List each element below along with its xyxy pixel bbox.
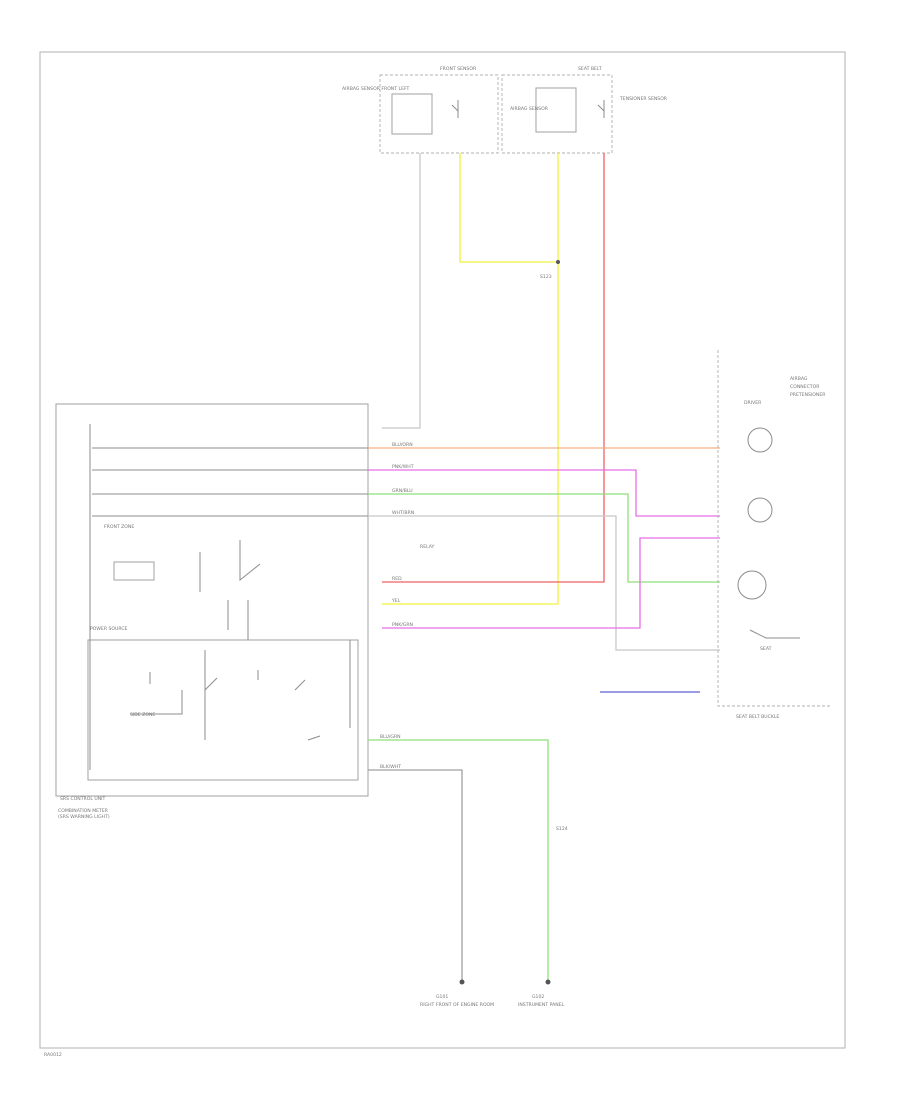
ground-1 [459, 979, 465, 985]
front-sensor-label: FRONT SENSOR [440, 66, 477, 72]
device-1 [747, 427, 773, 453]
module-note: RELAY [420, 544, 435, 550]
wire-label-4: WHT/BRN [392, 510, 414, 516]
splice-bottom-label: S124 [556, 826, 568, 832]
wire-label-7: PNK/GRN [392, 622, 413, 628]
center-sensor-desc: AIRBAG SENSOR [510, 106, 549, 112]
diagram-frame [39, 51, 846, 1049]
splice-top-label: S123 [540, 274, 552, 280]
left-sensor-desc: AIRBAG SENSOR FRONT LEFT [342, 86, 410, 92]
module-relay [199, 540, 261, 640]
right-sensor-desc: TENSIONER SENSOR [619, 96, 668, 102]
wire-label-8: BLU/GRN [380, 734, 401, 740]
ground-2 [545, 979, 551, 985]
side-note-2: CONNECTOR [790, 384, 820, 390]
wire-label-2: PNK/WHT [392, 464, 414, 470]
side-note-1: AIRBAG [790, 376, 808, 382]
section-power-source: POWER SOURCE [90, 626, 128, 632]
srs-module: SRS CONTROL UNIT COMBINATION METER (SRS … [55, 403, 435, 820]
right-connector: DRIVER AIRBAG CONNECTOR PRETENSIONER SEA… [717, 350, 830, 720]
wire-label-5: RED [392, 576, 402, 582]
left-sensor-box [379, 74, 499, 154]
ground-2-name: G102 [532, 994, 544, 1000]
right-sensor-box [501, 74, 613, 154]
module-internal-switches [130, 640, 351, 741]
wire-pnk-wht [368, 469, 720, 517]
right-sensor-label: SEAT BELT [578, 66, 602, 72]
wire-sensor-yellow-a [459, 153, 558, 263]
harness-wires: BLU/ORN PNK/WHT GRN/BLU WHT/BRN RED YEL … [368, 442, 720, 980]
wire-blu-grn [368, 739, 549, 980]
grounds: G101 RIGHT FRONT OF ENGINE ROOM G102 INS… [420, 826, 568, 1008]
module-caption-1: COMBINATION METER [58, 808, 109, 814]
module-inner-box [87, 639, 359, 781]
wire-label-3: GRN/BLU [392, 488, 413, 494]
wire-blk-wht [368, 769, 463, 980]
device-label-1: DRIVER [744, 400, 762, 406]
center-sensor-unit [535, 87, 577, 133]
module-bus [89, 424, 368, 770]
module-caption-2: (SRS WARNING LIGHT) [58, 814, 110, 820]
module-component-a [113, 561, 155, 581]
ground-1-name: G101 [436, 994, 448, 1000]
wire-grn-blu [368, 493, 720, 583]
wire-wht-brn [368, 515, 720, 651]
module-outline [55, 403, 369, 797]
device-switch [749, 629, 800, 639]
splice-top-dot [556, 260, 560, 264]
device-label-3: SEAT [760, 646, 772, 652]
right-connector-outline [717, 350, 830, 707]
ground-1-desc: RIGHT FRONT OF ENGINE ROOM [420, 1002, 494, 1008]
wire-label-9: BLK/WHT [380, 764, 401, 770]
wire-pnk-grn [382, 537, 720, 629]
sensor-assembly: FRONT SENSOR AIRBAG SENSOR FRONT LEFT AI… [342, 66, 668, 154]
left-sensor-unit [391, 93, 433, 135]
right-connector-name: SEAT BELT BUCKLE [736, 714, 779, 720]
wire-sensor-red [382, 153, 605, 583]
sensor-contacts [451, 100, 605, 118]
wire-sensor-left [382, 153, 421, 429]
section-side-zone: SIDE ZONE [130, 712, 155, 718]
wire-sensor-yellow-b [382, 153, 559, 605]
device-3 [737, 570, 767, 600]
wire-label-1: BLU/ORN [392, 442, 413, 448]
side-note-3: PRETENSIONER [790, 392, 826, 398]
footer-code: RA0012 [44, 1052, 62, 1058]
ground-2-desc: INSTRUMENT PANEL [518, 1002, 565, 1008]
wire-label-6: YEL [391, 598, 401, 604]
device-2 [747, 497, 773, 523]
section-front-zone: FRONT ZONE [104, 524, 134, 530]
module-name: SRS CONTROL UNIT [60, 796, 106, 802]
